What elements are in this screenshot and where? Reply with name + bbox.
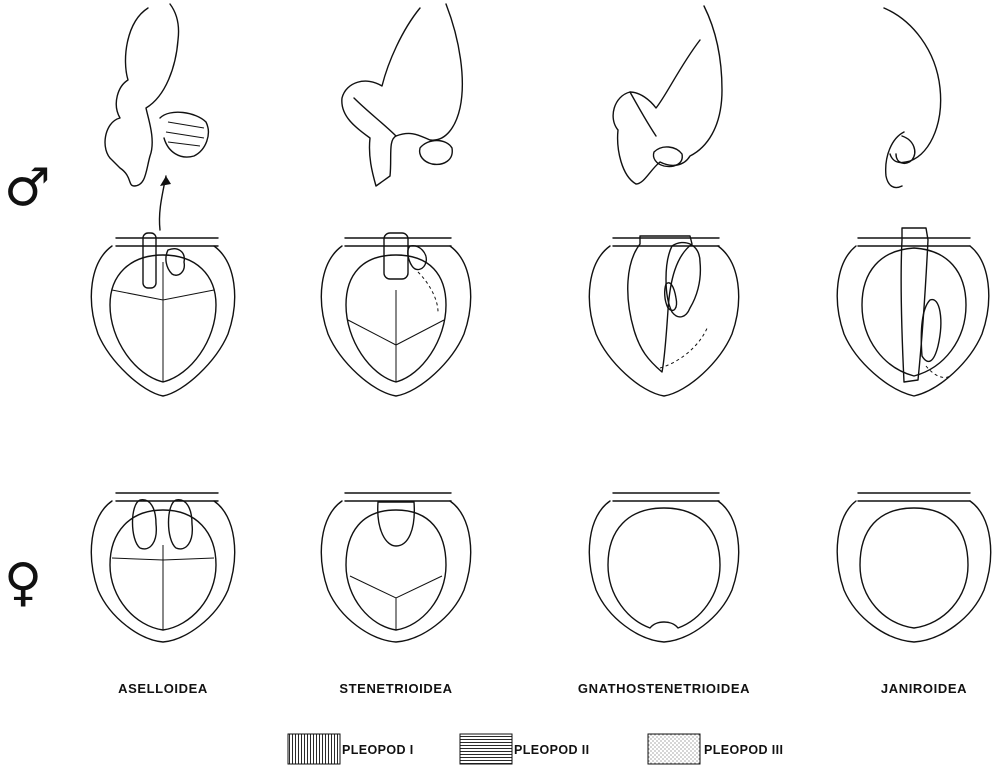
aselloidea-male-pleopod-detail: [105, 4, 208, 230]
stenetrioidea-male-pleopod-detail: [342, 4, 462, 186]
legend-label-pleopod-iii: PLEOPOD III: [704, 743, 783, 757]
legend-label-pleopod-ii: PLEOPOD II: [514, 743, 590, 757]
column-label-gnathostenetrioidea: GNATHOSTENETRIOIDEA: [578, 681, 750, 696]
janiroidea-female-pleotelson: [837, 493, 990, 642]
male-symbol: ♂: [4, 158, 51, 218]
stenetrioidea-female-operculum: [378, 502, 415, 546]
legend-item-pleopod-ii: PLEOPOD II: [460, 734, 590, 764]
legend-item-pleopod-i: PLEOPOD I: [288, 734, 414, 764]
gnathostenetrioidea-male-pleopod-i: [628, 236, 692, 372]
janiroidea-male-pleopod-detail: [884, 8, 941, 188]
aselloidea-female-operculum-right: [169, 500, 193, 549]
gnathostenetrioidea-male-pleotelson: [589, 236, 738, 396]
column-label-aselloidea: ASELLOIDEA: [118, 681, 208, 696]
aselloidea-male-pleopod-ii: [166, 249, 184, 276]
column-label-stenetrioidea: STENETRIOIDEA: [339, 681, 452, 696]
aselloidea-male-pleotelson: [91, 233, 234, 396]
legend-label-pleopod-i: PLEOPOD I: [342, 743, 414, 757]
column-label-janiroidea: JANIROIDEA: [881, 681, 967, 696]
aselloidea-male-pleopod-i: [143, 233, 156, 288]
stenetrioidea-male-pleotelson: [321, 233, 470, 396]
gnathostenetrioidea-female-operculum: [608, 508, 720, 628]
gnathostenetrioidea-female-pleotelson: [589, 493, 738, 642]
janiroidea-male-pleotelson: [837, 228, 989, 396]
janiroidea-female-operculum: [860, 508, 968, 628]
stenetrioidea-female-pleotelson: [321, 493, 470, 642]
legend-item-pleopod-iii: PLEOPOD III: [648, 734, 783, 764]
legend-swatch-horizontal-lines: [460, 734, 512, 764]
legend-swatch-vertical-lines: [288, 734, 340, 764]
legend: PLEOPOD I PLEOPOD II PLEOPOD III: [288, 734, 783, 764]
aselloidea-female-pleotelson: [91, 493, 234, 642]
female-symbol: ♀: [4, 553, 42, 613]
gnathostenetrioidea-male-pleopod-detail: [613, 6, 722, 184]
aselloidea-female-operculum-left: [133, 500, 157, 549]
legend-swatch-stipple: [648, 734, 700, 764]
